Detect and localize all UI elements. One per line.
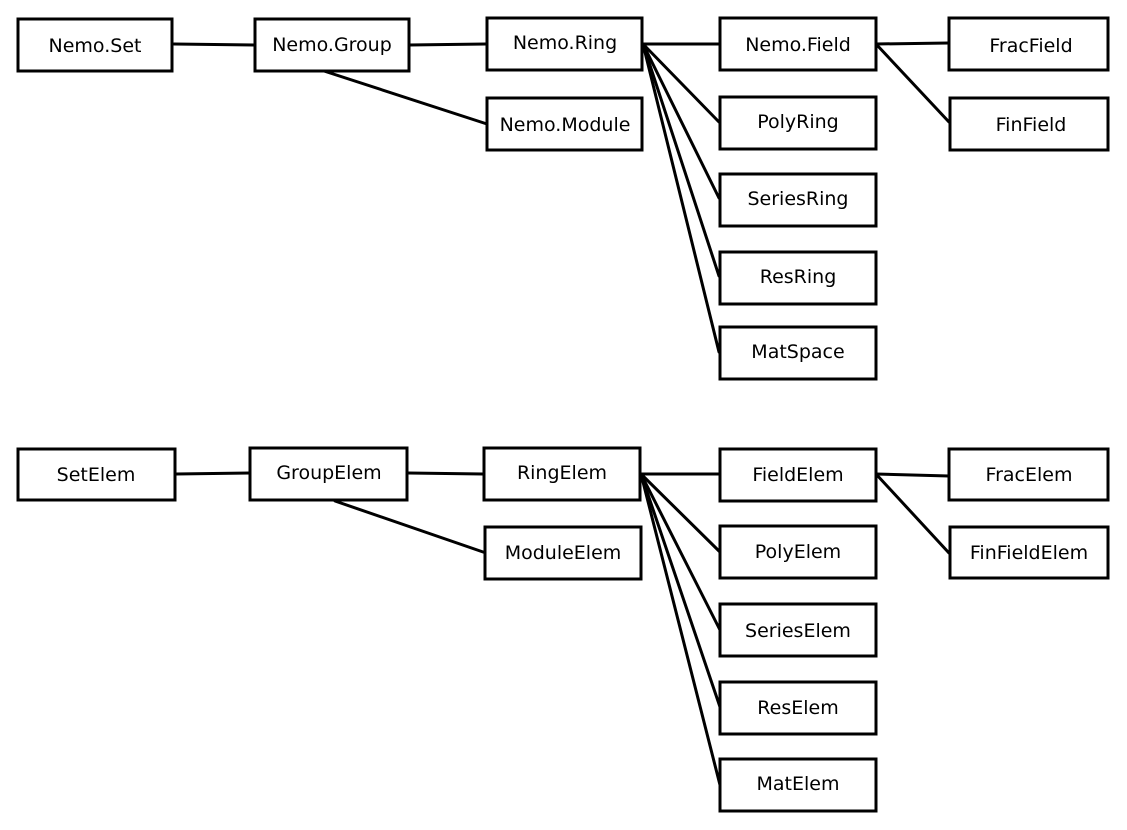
node-box (482, 446, 642, 502)
node-box (718, 95, 878, 151)
node-label: GroupElem (276, 462, 381, 484)
edge-nemo-set-to-nemo-group (172, 42, 256, 47)
node-box (16, 447, 177, 502)
node-box (947, 16, 1110, 72)
node-label: SeriesElem (745, 620, 851, 642)
node-matspace: MatSpace (718, 325, 878, 381)
node-nemo-ring: Nemo.Ring (485, 16, 644, 72)
node-groupelem: GroupElem (248, 446, 409, 502)
node-label: Nemo.Module (500, 114, 631, 136)
node-box (947, 447, 1110, 502)
node-fracfield: FracField (947, 16, 1110, 72)
edge-ringelem-to-serieselem (639, 472, 722, 632)
edge-groupelem-to-ringelem (406, 471, 485, 476)
node-box (718, 680, 878, 736)
parent-types-hierarchy: Nemo.Set Nemo.Group Nemo.Ring Nemo.Modul… (16, 16, 1110, 381)
edge-nemo-ring-to-seriesring (641, 42, 721, 200)
node-fracelem: FracElem (947, 447, 1110, 502)
node-nemo-module: Nemo.Module (485, 96, 644, 152)
edge-ringelem-to-reselem (639, 472, 722, 709)
node-label: RingElem (517, 462, 607, 484)
node-box (248, 446, 409, 502)
node-box (483, 525, 643, 581)
node-label: Nemo.Field (745, 34, 851, 56)
edge-ringelem-to-matelem (639, 472, 722, 787)
node-box (16, 17, 174, 73)
node-box (948, 96, 1110, 152)
edge-ringelem-to-polyelem (639, 472, 722, 554)
node-ringelem: RingElem (482, 446, 642, 502)
node-box (718, 447, 878, 503)
node-label: Nemo.Ring (513, 32, 617, 54)
node-label: ResRing (760, 266, 837, 288)
node-label: FinFieldElem (970, 542, 1088, 564)
node-box (485, 16, 644, 72)
node-box (718, 524, 878, 580)
edge-groupelem-to-moduleelem (333, 499, 488, 555)
node-label: FracField (989, 35, 1072, 57)
edge-fieldelem-to-fracelem (874, 472, 951, 478)
node-label: ModuleElem (505, 542, 622, 564)
node-box (718, 602, 878, 658)
edge-nemo-field-to-finfield (874, 42, 951, 124)
parent-types-edges (172, 41, 951, 354)
edge-nemo-field-to-fracfield (874, 41, 951, 46)
node-label: FieldElem (752, 464, 843, 486)
node-label: Nemo.Group (272, 34, 392, 56)
node-label: PolyElem (755, 541, 841, 563)
node-finfieldelem: FinFieldElem (948, 525, 1110, 580)
node-box (253, 17, 411, 73)
node-label: SeriesRing (747, 188, 848, 210)
node-polyelem: PolyElem (718, 524, 878, 580)
edge-setelem-to-groupelem (174, 471, 252, 476)
node-label: MatSpace (751, 341, 844, 363)
element-types-hierarchy: SetElem GroupElem RingElem ModuleElem Fi… (16, 446, 1110, 813)
node-nemo-set: Nemo.Set (16, 17, 174, 73)
node-polyring: PolyRing (718, 95, 878, 151)
node-box (718, 757, 878, 813)
node-label: FracElem (986, 464, 1073, 486)
node-box (718, 16, 878, 72)
element-types-edges (174, 471, 951, 787)
node-finfield: FinField (948, 96, 1110, 152)
edge-nemo-ring-to-matspace (641, 42, 721, 354)
node-label: FinField (996, 114, 1067, 136)
node-box (485, 96, 644, 152)
node-reselem: ResElem (718, 680, 878, 736)
node-box (948, 525, 1110, 580)
node-box (718, 325, 878, 381)
edge-fieldelem-to-finfieldelem (874, 472, 951, 555)
node-fieldelem: FieldElem (718, 447, 878, 503)
edge-nemo-ring-to-polyring (641, 42, 721, 124)
node-nemo-group: Nemo.Group (253, 17, 411, 73)
node-label: SetElem (57, 464, 136, 486)
node-setelem: SetElem (16, 447, 177, 502)
node-seriesring: SeriesRing (718, 172, 878, 228)
node-matelem: MatElem (718, 757, 878, 813)
node-label: PolyRing (757, 111, 839, 133)
node-serieselem: SeriesElem (718, 602, 878, 658)
node-nemo-field: Nemo.Field (718, 16, 878, 72)
node-resring: ResRing (718, 250, 878, 306)
node-label: MatElem (757, 773, 840, 795)
node-box (718, 250, 878, 306)
node-label: Nemo.Set (49, 35, 142, 57)
edge-nemo-ring-to-resring (641, 42, 721, 278)
edge-nemo-group-to-nemo-ring (407, 42, 488, 47)
node-label: ResElem (757, 697, 838, 719)
node-box (718, 172, 878, 228)
edge-nemo-group-to-nemo-module (322, 69, 489, 126)
node-moduleelem: ModuleElem (483, 525, 643, 581)
